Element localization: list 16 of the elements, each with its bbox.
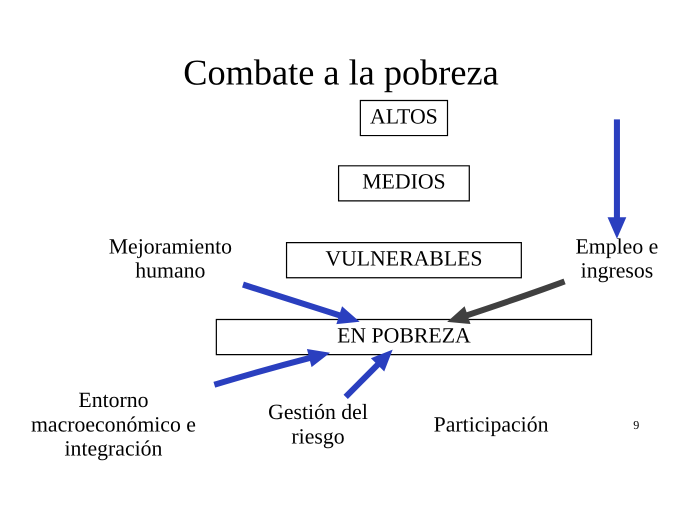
node-box: MEDIOS bbox=[338, 165, 470, 202]
arrow bbox=[344, 350, 393, 400]
node-text: Gestión del riesgo bbox=[268, 400, 368, 448]
diagram-title: Combate a la pobreza bbox=[183, 52, 499, 93]
arrow bbox=[608, 119, 626, 239]
label: Participación bbox=[434, 412, 548, 436]
node-text: Entorno macroeconómico e integración bbox=[30, 388, 196, 461]
arrow bbox=[213, 348, 330, 388]
arrow bbox=[242, 282, 360, 324]
label: 9 bbox=[633, 418, 640, 432]
node-text: Empleo e ingresos bbox=[576, 234, 658, 283]
node-text: Mejoramiento humano bbox=[108, 234, 232, 283]
node-box: VULNERABLES bbox=[286, 242, 522, 278]
arrow bbox=[447, 278, 566, 324]
node-box: EN POBREZA bbox=[216, 318, 592, 356]
node-box: ALTOS bbox=[360, 100, 448, 136]
